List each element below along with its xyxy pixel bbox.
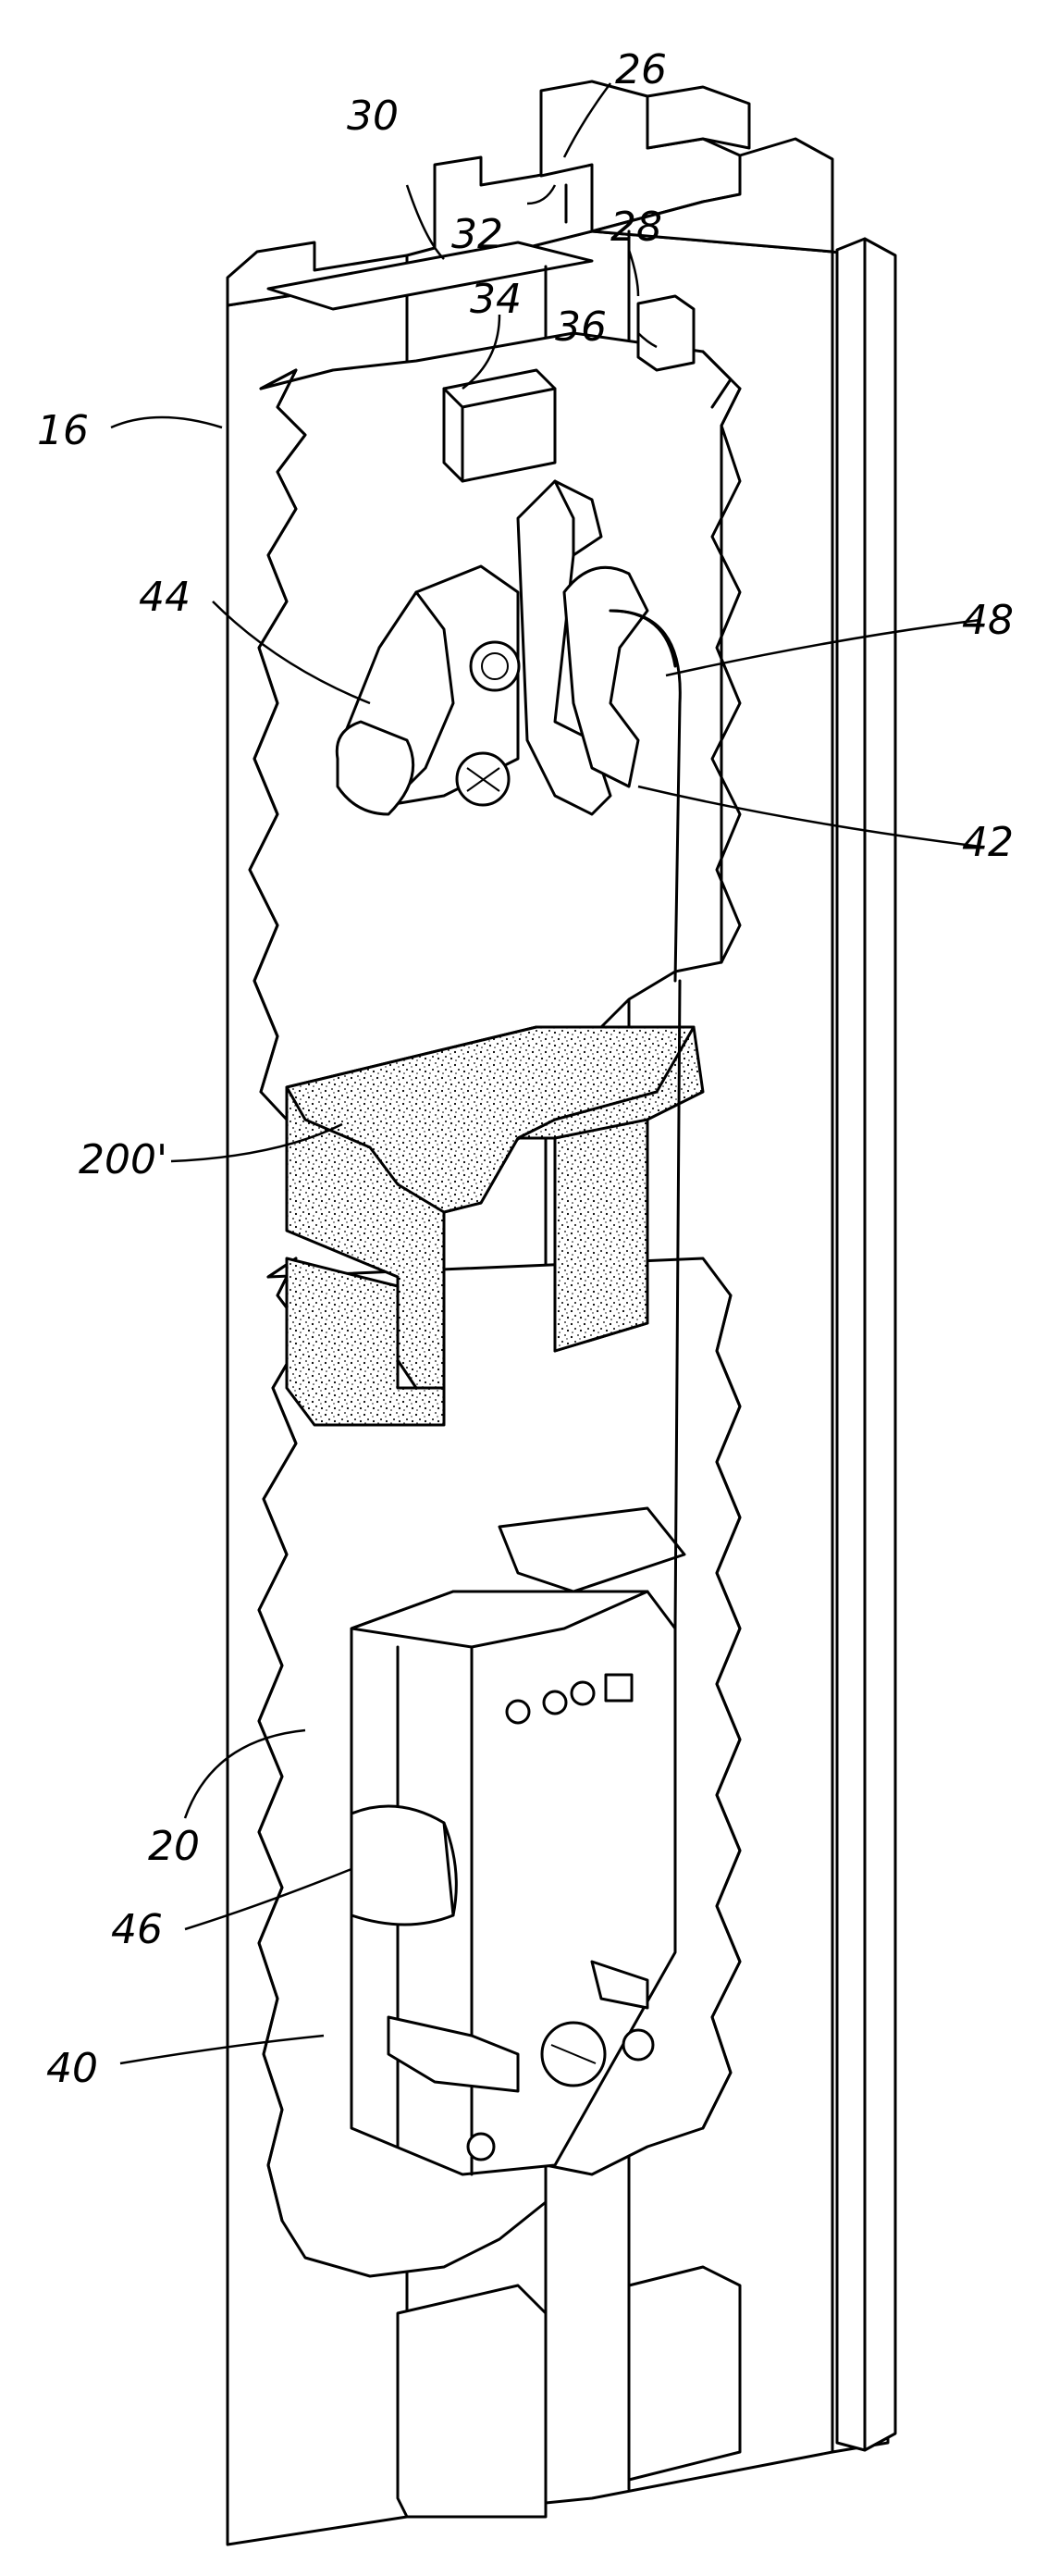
- label-30: 30: [347, 93, 399, 140]
- label-46: 46: [111, 1906, 163, 1953]
- label-200: 200': [79, 1136, 167, 1183]
- label-16: 16: [37, 407, 89, 454]
- label-34: 34: [470, 276, 522, 323]
- label-36: 36: [555, 303, 607, 351]
- label-40: 40: [46, 2045, 98, 2092]
- label-20: 20: [148, 1823, 200, 1870]
- label-42: 42: [962, 819, 1014, 866]
- label-32: 32: [451, 211, 503, 258]
- label-44: 44: [139, 574, 191, 621]
- label-48: 48: [962, 597, 1014, 644]
- label-28: 28: [610, 204, 662, 251]
- label-26: 26: [615, 46, 667, 93]
